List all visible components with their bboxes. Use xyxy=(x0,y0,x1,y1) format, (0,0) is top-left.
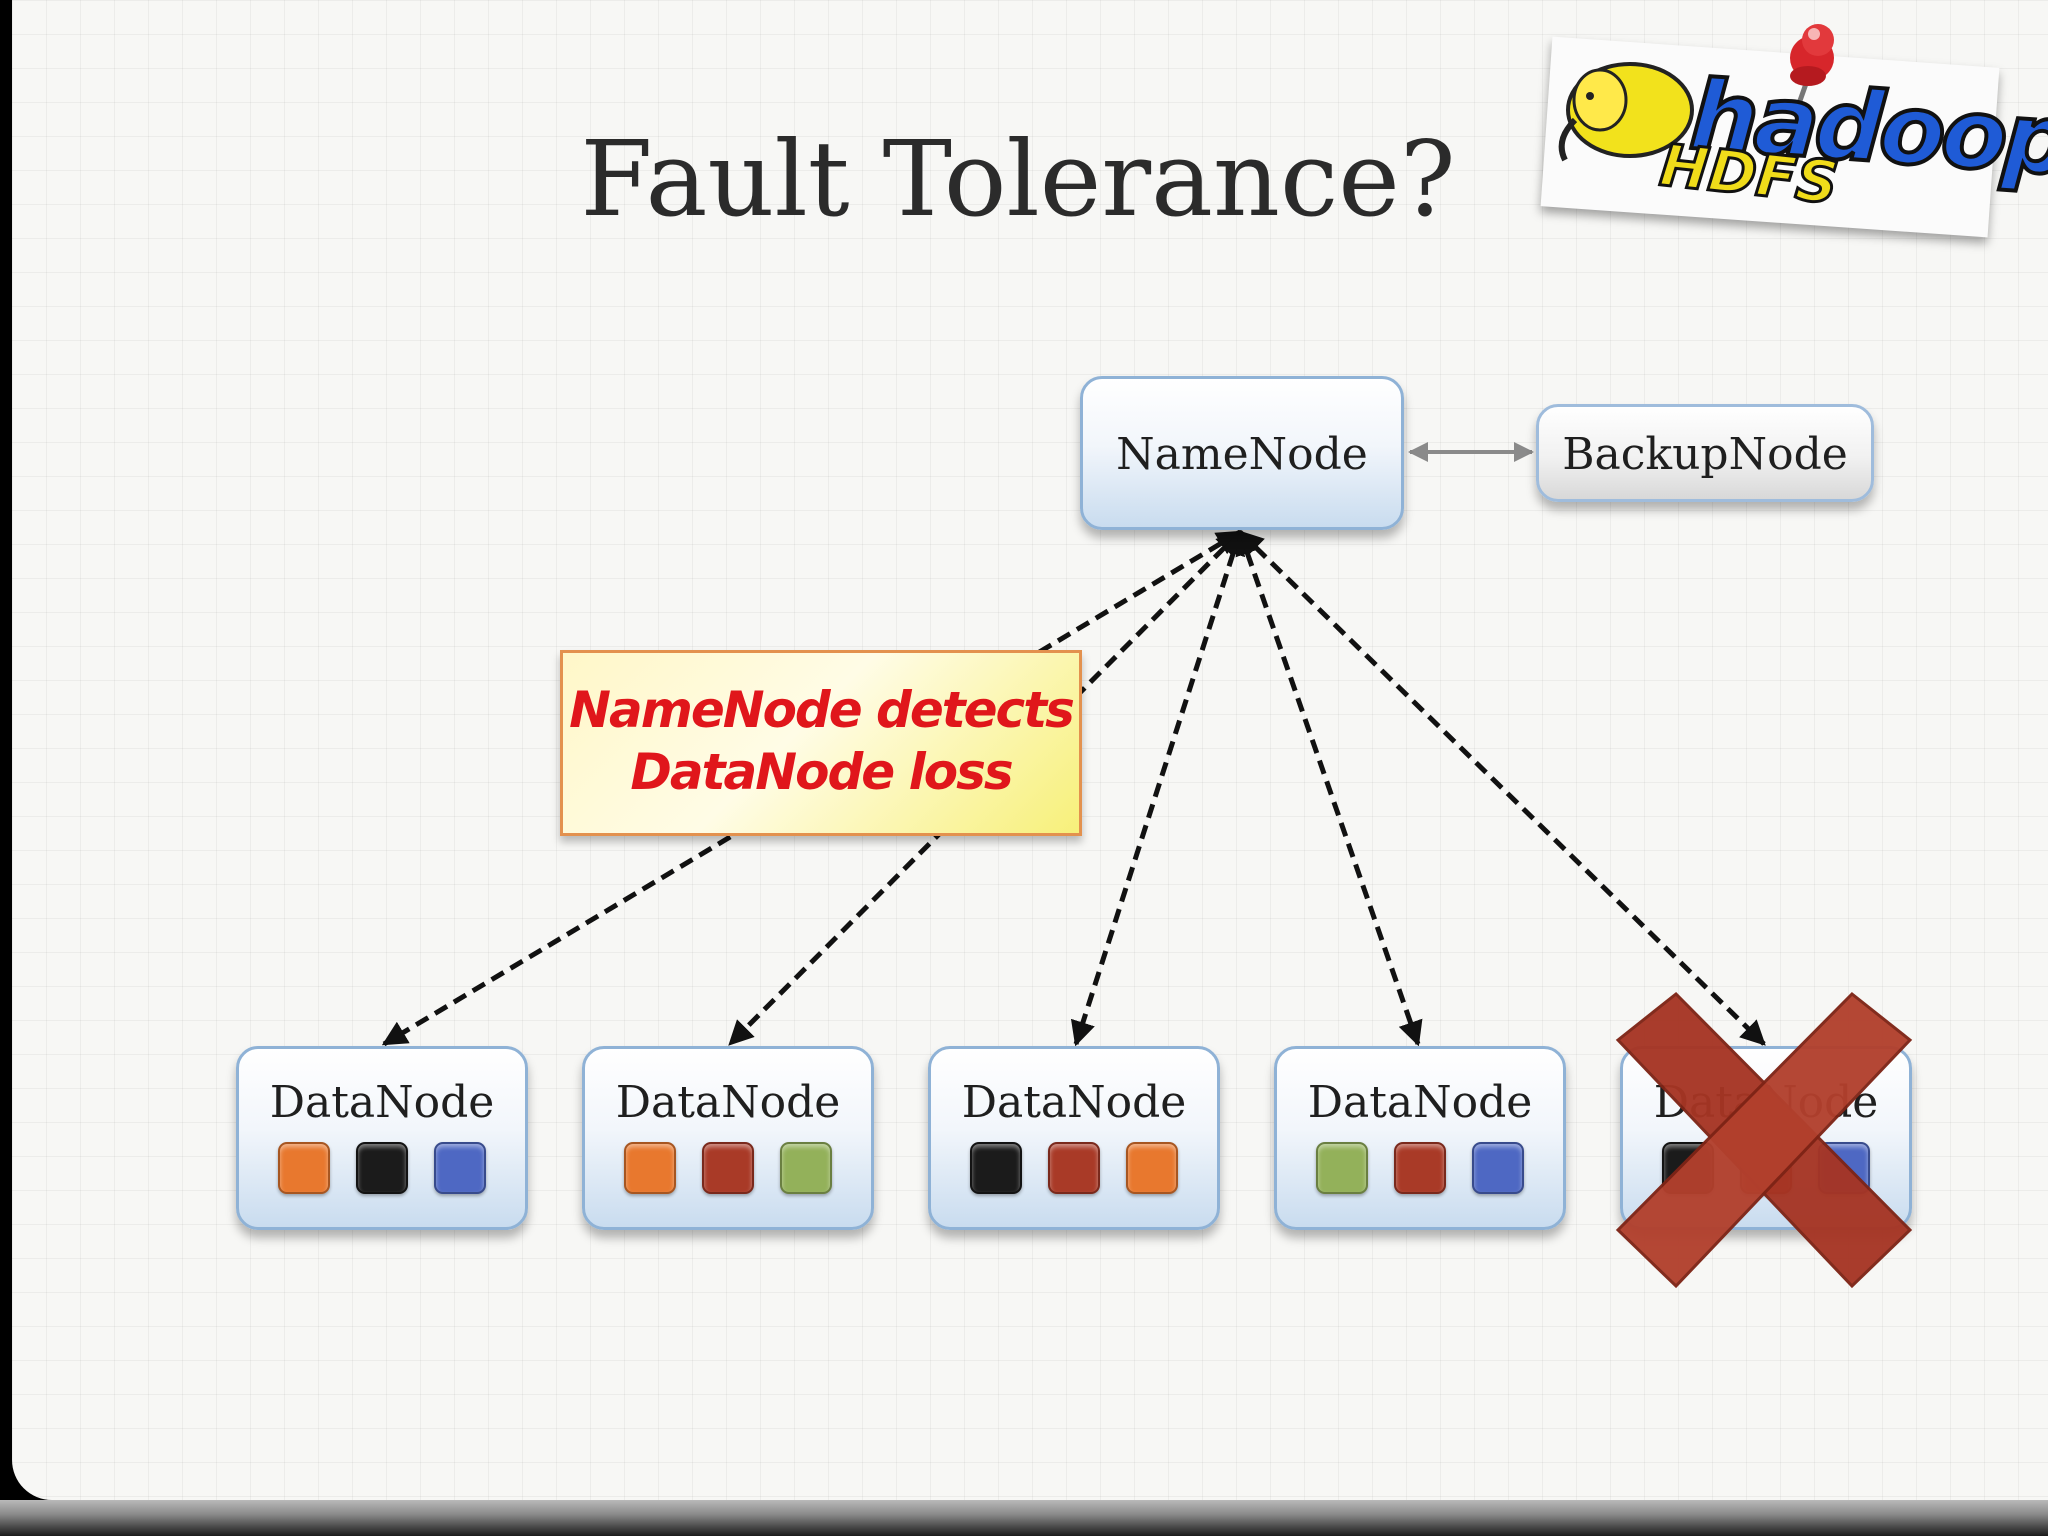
callout-line-1: NameNode detects xyxy=(569,681,1075,739)
slide-bottom-edge xyxy=(0,1500,2048,1536)
data-block xyxy=(434,1142,486,1194)
data-block xyxy=(1048,1142,1100,1194)
data-block xyxy=(702,1142,754,1194)
data-block xyxy=(970,1142,1022,1194)
backupnode-label: BackupNode xyxy=(1562,429,1848,480)
pushpin-icon xyxy=(1790,24,1834,113)
datanode-box: DataNode xyxy=(236,1046,528,1230)
elephant-icon xyxy=(1558,62,1694,162)
data-block xyxy=(1126,1142,1178,1194)
namenode-label: NameNode xyxy=(1116,429,1368,480)
datanode-box: DataNode xyxy=(1274,1046,1566,1230)
block-row xyxy=(931,1142,1217,1194)
datanode-label: DataNode xyxy=(1307,1077,1533,1128)
data-block xyxy=(278,1142,330,1194)
data-block xyxy=(780,1142,832,1194)
data-block xyxy=(356,1142,408,1194)
data-block xyxy=(1472,1142,1524,1194)
datanode-label: DataNode xyxy=(269,1077,495,1128)
heartbeat-link-3 xyxy=(1070,529,1246,1047)
data-block xyxy=(624,1142,676,1194)
datanode-loss-callout: NameNode detects DataNode loss xyxy=(560,650,1082,836)
block-row xyxy=(239,1142,525,1194)
backupnode-box: BackupNode xyxy=(1536,404,1874,502)
datanode-box: DataNode xyxy=(928,1046,1220,1230)
callout-line-2: DataNode loss xyxy=(630,743,1013,801)
datanode-label: DataNode xyxy=(615,1077,841,1128)
datanode-box: DataNode xyxy=(582,1046,874,1230)
block-row xyxy=(1277,1142,1563,1194)
block-row xyxy=(585,1142,871,1194)
failure-cross-icon xyxy=(1615,991,1913,1289)
datanode-label: DataNode xyxy=(961,1077,1187,1128)
data-block xyxy=(1394,1142,1446,1194)
slide-title: Fault Tolerance? xyxy=(580,118,1456,240)
heartbeat-link-5 xyxy=(1238,530,1766,1046)
data-block xyxy=(1316,1142,1368,1194)
namenode-box: NameNode xyxy=(1080,376,1404,530)
